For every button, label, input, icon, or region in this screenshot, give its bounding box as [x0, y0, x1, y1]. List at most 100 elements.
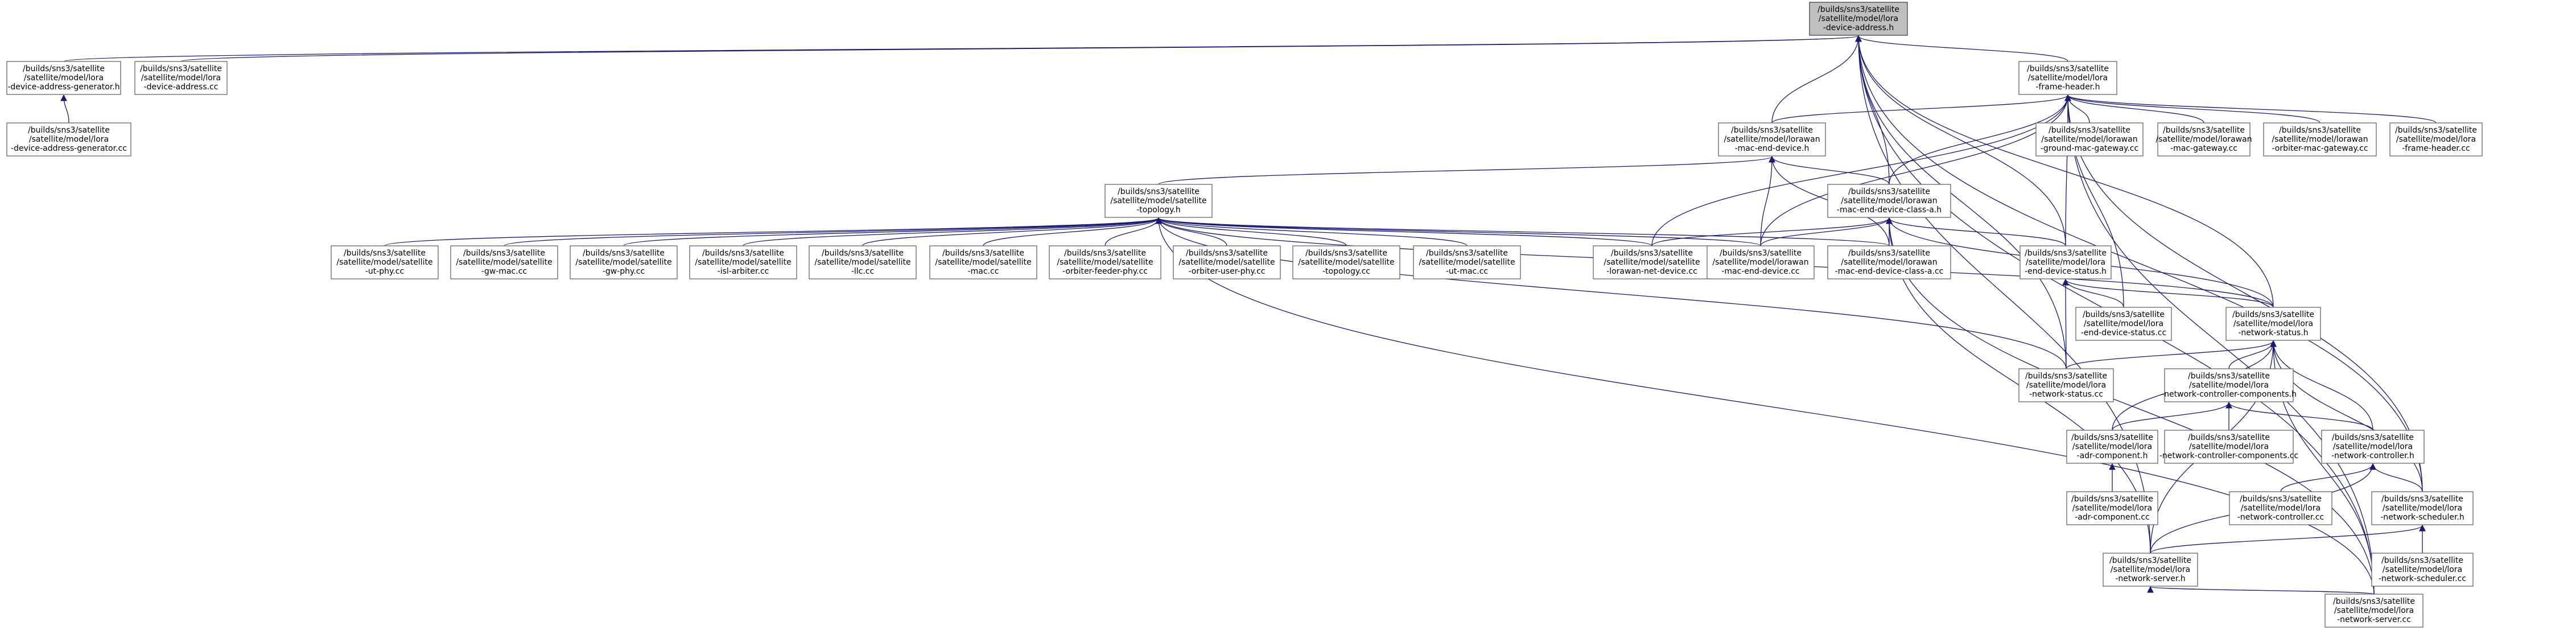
file-node[interactable]: /builds/sns3/satellite/satellite/model/l…	[2075, 307, 2172, 341]
node-label-line: /builds/sns3/satellite	[2232, 310, 2314, 319]
file-node[interactable]: /builds/sns3/satellite/satellite/model/l…	[2389, 122, 2483, 157]
include-edge	[1855, 35, 1890, 185]
node-label-line: -network-controller.h	[2331, 451, 2414, 460]
file-node[interactable]: /builds/sns3/satellite/satellite/model/l…	[2035, 122, 2144, 157]
file-node[interactable]: /builds/sns3/satellite/satellite/model/l…	[2066, 491, 2158, 525]
node-label-line: /satellite/model/lora	[141, 73, 221, 83]
file-node[interactable]: /builds/sns3/satellite/satellite/model/l…	[2321, 430, 2425, 464]
node-label-line: /satellite/model/lorawan	[2155, 135, 2252, 144]
node-label-line: /satellite/model/lora	[1819, 14, 1898, 23]
include-edge	[2150, 524, 2426, 554]
file-node[interactable]: /builds/sns3/satellite/satellite/model/l…	[2019, 245, 2112, 279]
file-node[interactable]: /builds/sns3/satellite/satellite/model/l…	[1718, 122, 1826, 157]
node-box	[1827, 184, 1951, 218]
node-label-line: -adr-component.h	[2077, 451, 2148, 460]
include-edge	[2064, 94, 2090, 123]
root-file-node[interactable]: /builds/sns3/satellite/satellite/model/l…	[1809, 2, 1908, 36]
node-label-line: /builds/sns3/satellite	[2188, 372, 2270, 381]
include-edge	[2064, 94, 2071, 246]
node-label-line: /builds/sns3/satellite	[2027, 64, 2109, 73]
file-node[interactable]: /builds/sns3/satellite/satellite/model/s…	[1104, 184, 1213, 218]
node-box	[6, 61, 121, 95]
file-node[interactable]: /builds/sns3/satellite/satellite/model/l…	[6, 122, 131, 157]
node-label-line: /satellite/model/lora	[2383, 504, 2462, 513]
include-edge	[862, 217, 1162, 246]
file-node[interactable]: /builds/sns3/satellite/satellite/model/l…	[1707, 245, 1815, 279]
file-node[interactable]: /builds/sns3/satellite/satellite/model/l…	[2159, 430, 2298, 464]
node-box	[1827, 245, 1951, 279]
file-node[interactable]: /builds/sns3/satellite/satellite/model/l…	[2229, 491, 2332, 525]
file-node[interactable]: /builds/sns3/satellite/satellite/model/s…	[1292, 245, 1400, 279]
file-node[interactable]: /builds/sns3/satellite/satellite/model/l…	[2371, 491, 2474, 525]
node-label-line: -end-device-status.h	[2025, 267, 2107, 276]
include-edge	[1155, 217, 1652, 246]
node-label-line: /builds/sns3/satellite	[2083, 310, 2165, 319]
file-node[interactable]: /builds/sns3/satellite/satellite/model/l…	[134, 61, 228, 95]
include-edge	[63, 35, 1861, 62]
node-label-line: /satellite/model/lora	[2026, 258, 2105, 267]
file-node[interactable]: /builds/sns3/satellite/satellite/model/l…	[2155, 122, 2252, 157]
file-node[interactable]: /builds/sns3/satellite/satellite/model/s…	[450, 245, 558, 279]
file-node[interactable]: /builds/sns3/satellite/satellite/model/l…	[1827, 245, 1951, 279]
file-node[interactable]: /builds/sns3/satellite/satellite/model/s…	[1593, 245, 1711, 279]
include-edge	[384, 217, 1162, 246]
file-node[interactable]: /builds/sns3/satellite/satellite/model/l…	[2066, 430, 2158, 464]
file-node[interactable]: /builds/sns3/satellite/satellite/model/l…	[1827, 184, 1951, 218]
include-edge	[623, 217, 1162, 246]
file-node[interactable]: /builds/sns3/satellite/satellite/model/s…	[1413, 245, 1521, 279]
file-node[interactable]: /builds/sns3/satellite/satellite/model/l…	[2161, 368, 2297, 402]
node-box	[1593, 245, 1711, 279]
node-label-line: /satellite/model/satellite	[1178, 258, 1275, 267]
node-label-line: /builds/sns3/satellite	[344, 249, 426, 258]
file-node[interactable]: /builds/sns3/satellite/satellite/model/s…	[929, 245, 1037, 279]
file-node[interactable]: /builds/sns3/satellite/satellite/model/l…	[2018, 61, 2117, 95]
include-edge	[1771, 35, 1862, 123]
file-node[interactable]: /builds/sns3/satellite/satellite/model/l…	[2103, 553, 2198, 587]
file-node[interactable]: /builds/sns3/satellite/satellite/model/s…	[1173, 245, 1281, 279]
node-label-line: /builds/sns3/satellite	[2071, 495, 2153, 504]
node-label-line: /satellite/model/lorawan	[1841, 258, 1937, 267]
node-label-line: -lorawan-net-device.cc	[1606, 267, 1697, 276]
file-node[interactable]: /builds/sns3/satellite/satellite/model/l…	[2371, 553, 2474, 587]
node-label-line: /builds/sns3/satellite	[463, 249, 545, 258]
node-box	[1104, 184, 1213, 218]
node-label-line: /builds/sns3/satellite	[2025, 372, 2107, 381]
node-box	[2164, 430, 2294, 464]
node-label-line: -ut-mac.cc	[1446, 267, 1488, 276]
node-label-line: /satellite/model/lora	[2072, 504, 2152, 513]
include-edge	[1651, 217, 1893, 246]
file-node[interactable]: /builds/sns3/satellite/satellite/model/l…	[2263, 122, 2377, 157]
node-label-line: /builds/sns3/satellite	[1848, 249, 1930, 258]
node-label-line: /builds/sns3/satellite	[702, 249, 784, 258]
file-node[interactable]: /builds/sns3/satellite/satellite/model/l…	[2018, 368, 2114, 402]
node-label-line: -network-scheduler.h	[2380, 513, 2464, 522]
node-label-line: /builds/sns3/satellite	[2333, 597, 2415, 606]
node-label-line: -end-device-status.cc	[2081, 328, 2166, 337]
node-label-line: /satellite/model/satellite	[1604, 258, 1700, 267]
file-node[interactable]: /builds/sns3/satellite/satellite/model/s…	[1049, 245, 1161, 279]
node-box	[2371, 553, 2474, 587]
file-node[interactable]: /builds/sns3/satellite/satellite/model/s…	[570, 245, 678, 279]
file-node[interactable]: /builds/sns3/satellite/satellite/model/l…	[6, 61, 121, 95]
node-label-line: -device-address.cc	[144, 83, 219, 92]
include-edge	[2064, 94, 2204, 123]
node-label-line: /builds/sns3/satellite	[28, 126, 110, 135]
node-box	[2157, 122, 2251, 157]
include-edge	[2066, 340, 2277, 369]
include-edge	[1855, 35, 2066, 246]
node-label-line: /builds/sns3/satellite	[2240, 495, 2322, 504]
node-box	[809, 245, 917, 279]
node-label-line: /satellite/model/lora	[2333, 442, 2413, 451]
node-label-line: /satellite/model/lora	[2383, 565, 2462, 574]
node-label-line: /builds/sns3/satellite	[2381, 556, 2463, 565]
file-node[interactable]: /builds/sns3/satellite/satellite/model/l…	[2225, 307, 2321, 341]
file-node[interactable]: /builds/sns3/satellite/satellite/model/l…	[2324, 594, 2423, 628]
node-box	[2019, 245, 2112, 279]
file-node[interactable]: /builds/sns3/satellite/satellite/model/s…	[689, 245, 797, 279]
node-label-line: /satellite/model/satellite	[336, 258, 432, 267]
node-box	[2018, 61, 2117, 95]
file-node[interactable]: /builds/sns3/satellite/satellite/model/s…	[809, 245, 917, 279]
node-box	[2103, 553, 2198, 587]
file-node[interactable]: /builds/sns3/satellite/satellite/model/s…	[331, 245, 439, 279]
include-edge	[1886, 217, 2066, 246]
